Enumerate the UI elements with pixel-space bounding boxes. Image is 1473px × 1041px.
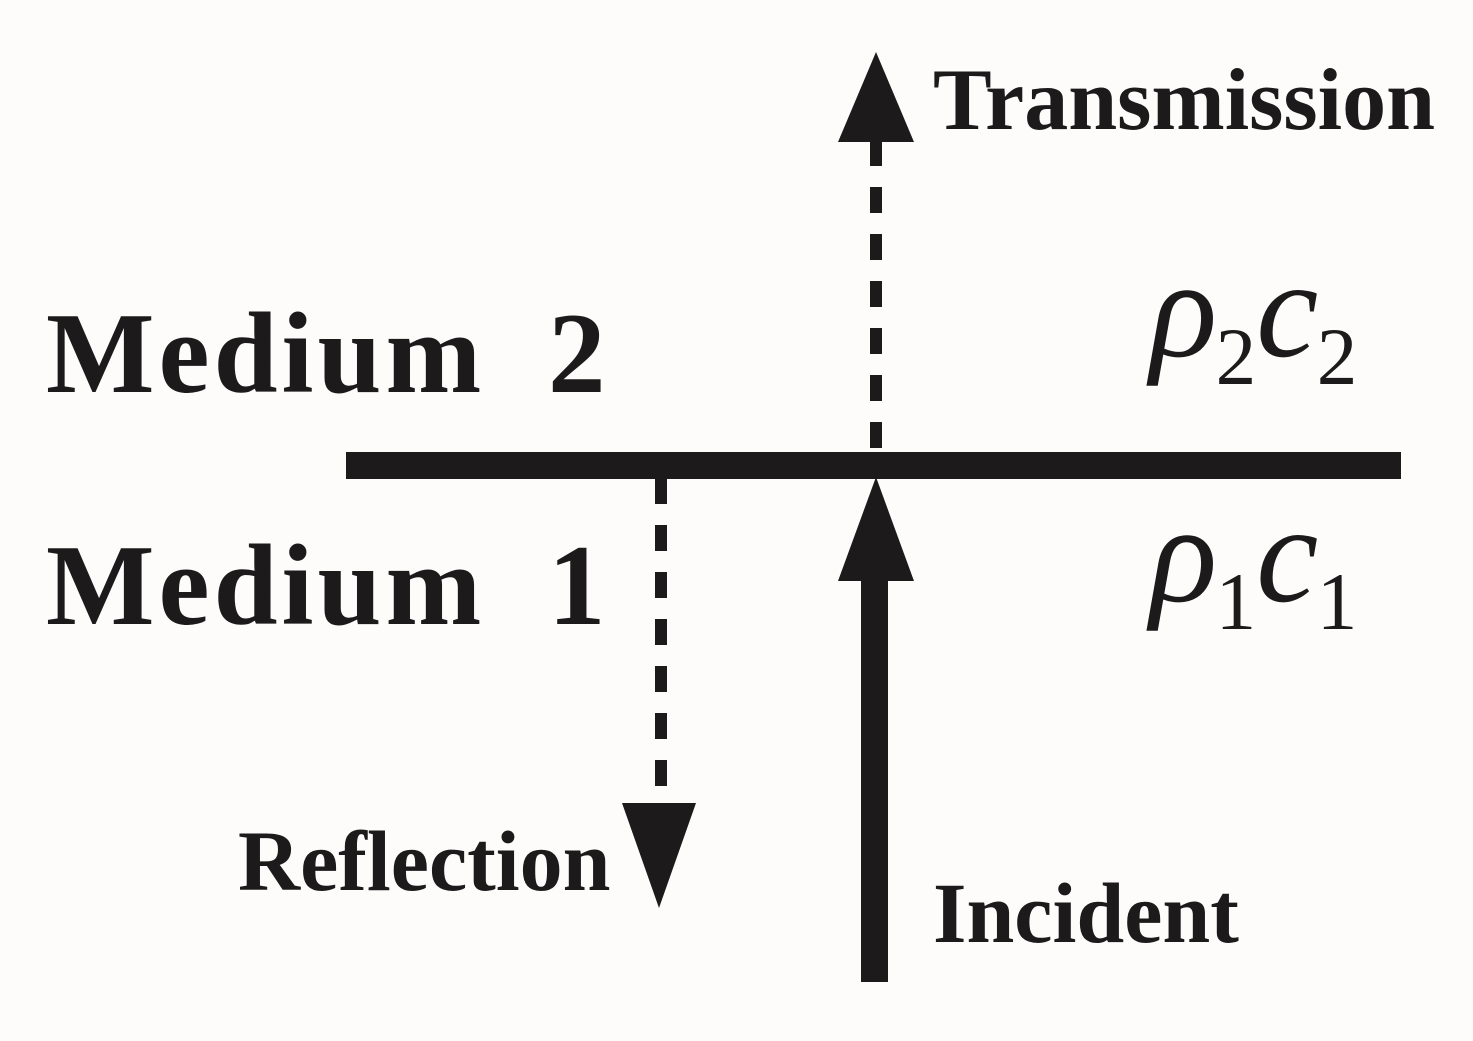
media-interface-line — [346, 452, 1401, 479]
medium-2-label: Medium 2 — [46, 290, 610, 417]
medium-1-label: Medium 1 — [46, 522, 610, 649]
c-1-subscript: 1 — [1316, 556, 1358, 647]
transmission-arrowhead-icon — [838, 52, 914, 142]
incident-arrow-shaft — [861, 576, 888, 982]
incident-label: Incident — [933, 865, 1239, 961]
reflection-dashed-line — [655, 478, 667, 804]
reflection-arrowhead-icon — [622, 803, 696, 908]
transmission-dashed-line — [870, 140, 882, 452]
impedance-medium-1-label: ρ1c1 — [1150, 485, 1357, 643]
rho-1-symbol: ρ — [1150, 477, 1218, 632]
c-1-symbol: c — [1256, 477, 1319, 632]
incident-arrowhead-icon — [838, 477, 914, 581]
transmission-label: Transmission — [933, 52, 1436, 149]
rho-1-subscript: 1 — [1215, 556, 1257, 647]
impedance-medium-2-label: ρ2c2 — [1150, 240, 1357, 398]
rho-2-subscript: 2 — [1215, 311, 1257, 402]
rho-2-symbol: ρ — [1150, 232, 1218, 387]
reflection-label: Reflection — [238, 813, 611, 909]
c-2-symbol: c — [1256, 232, 1319, 387]
c-2-subscript: 2 — [1316, 311, 1358, 402]
